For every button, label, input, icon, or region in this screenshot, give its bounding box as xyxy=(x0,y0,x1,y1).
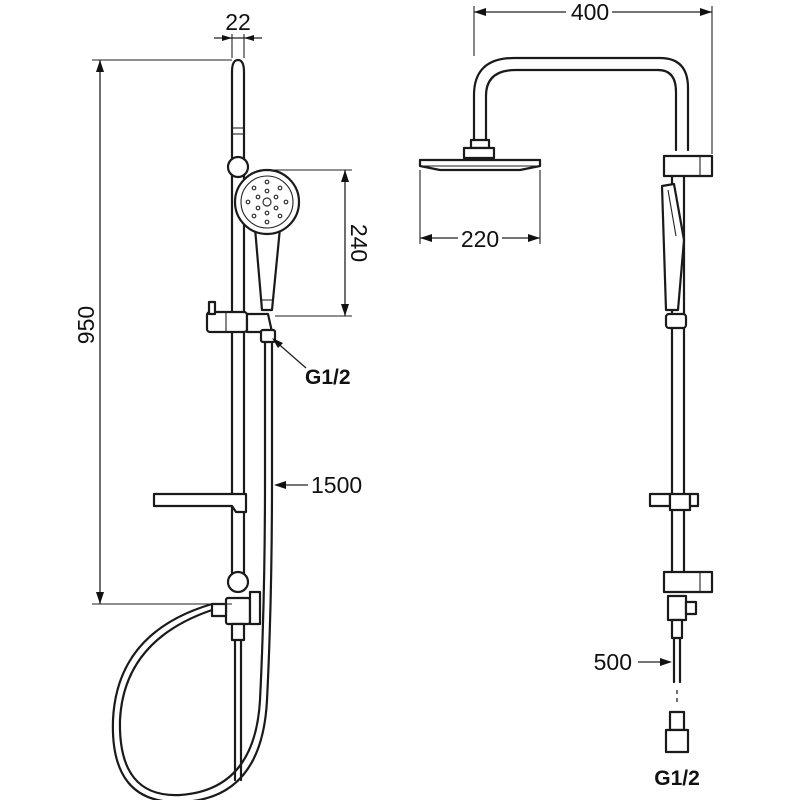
diverter-valve xyxy=(210,590,262,782)
upper-bracket xyxy=(662,154,714,178)
right-connection-label: G1/2 xyxy=(654,767,700,790)
arm-width-label: 400 xyxy=(571,0,609,25)
hand-shower-side xyxy=(660,182,688,330)
left-connection-label: G1/2 xyxy=(305,366,351,389)
left-dimensions: 22 950 240 G1/2 1500 xyxy=(73,9,372,605)
slider-holder xyxy=(205,300,274,334)
spray-nozzles xyxy=(245,179,289,225)
total-height-label: 950 xyxy=(73,306,99,344)
right-dimensions: 400 220 500 G1/2 xyxy=(419,0,713,790)
right-diverter xyxy=(664,594,698,754)
head-width-label: 220 xyxy=(461,226,499,252)
pipe-length-label: 500 xyxy=(594,649,632,675)
soap-dish xyxy=(152,492,248,514)
hose-length-label: 1500 xyxy=(311,472,362,498)
lower-wall-bracket xyxy=(226,570,250,594)
right-shower-set xyxy=(418,56,714,754)
bar-width-label: 22 xyxy=(225,9,251,35)
head-shower xyxy=(418,146,542,172)
shower-hose xyxy=(118,338,267,797)
lower-bracket xyxy=(662,570,714,594)
shower-arm xyxy=(472,56,690,152)
left-shower-set xyxy=(111,58,301,800)
right-holder xyxy=(648,492,700,512)
handshower-height-label: 240 xyxy=(346,224,372,262)
upper-wall-bracket xyxy=(226,155,250,179)
